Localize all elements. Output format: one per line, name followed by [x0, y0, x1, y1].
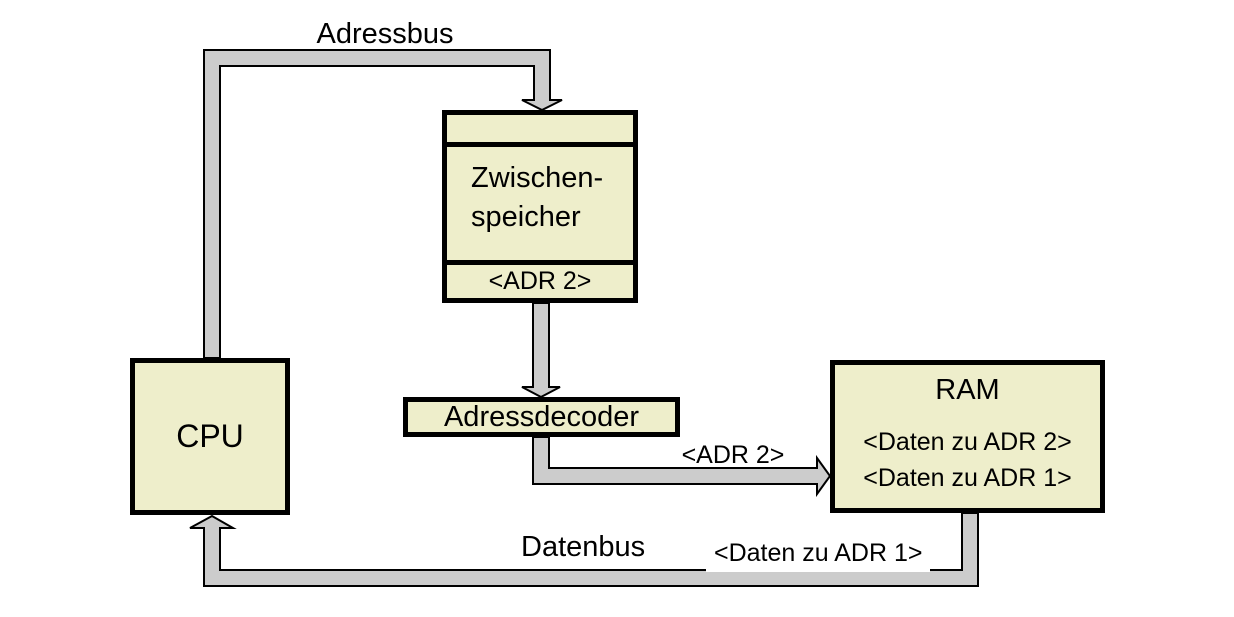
zwischenspeicher-empty-slot [447, 115, 633, 147]
ram-title: RAM [935, 374, 1000, 406]
ram-box: RAM <Daten zu ADR 2> <Daten zu ADR 1> [830, 360, 1105, 513]
address-bus-arrow [203, 49, 563, 359]
zwischenspeicher-box: Zwischen- speicher <ADR 2> [442, 110, 638, 303]
ram-data-adr2-row: <Daten zu ADR 2> [863, 428, 1072, 456]
datenbus-label: Datenbus [521, 531, 646, 563]
zwischenspeicher-label-line2: speicher [471, 201, 581, 233]
adr2-bus-tag: <ADR 2> [681, 441, 785, 469]
zwischenspeicher-label: Zwischen- speicher [447, 147, 633, 260]
cpu-label: CPU [176, 418, 244, 454]
data-bus-arrow [189, 512, 979, 587]
buffer-to-decoder-arrow [521, 302, 561, 399]
decoder-to-ram-arrow [532, 436, 832, 498]
cpu-box: CPU [130, 358, 290, 515]
daten-zu-adr1-bus-tag: <Daten zu ADR 1> [706, 536, 931, 572]
adressbus-label: Adressbus [316, 18, 454, 50]
zwischenspeicher-label-line1: Zwischen- [471, 162, 604, 194]
zwischenspeicher-adr2-slot: <ADR 2> [447, 260, 633, 298]
adressdecoder-box: Adressdecoder [403, 397, 680, 437]
zwischenspeicher-adr2-value: <ADR 2> [488, 267, 592, 295]
adressdecoder-label: Adressdecoder [443, 400, 640, 433]
ram-data-adr1-row: <Daten zu ADR 1> [863, 464, 1072, 492]
